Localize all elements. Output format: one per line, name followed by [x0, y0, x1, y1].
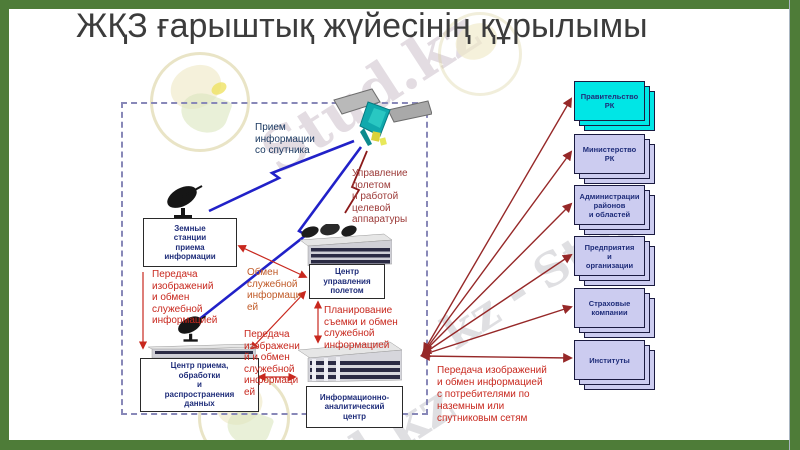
label-transfer-consumers: Передача изображений и обмен информацией… [437, 365, 547, 424]
node-flight-control-center: Центр управления полетом [309, 264, 385, 299]
frame-border [0, 440, 800, 450]
slide-title: ЖҚЗ ғарыштық жүйесінің құрылымы [76, 7, 648, 45]
consumer-label: Институты [589, 355, 630, 365]
consumer-card-enterprises: Предприятия и организации [574, 236, 655, 286]
watermark-logo [438, 12, 522, 96]
consumer-label: Предприятия и организации [584, 242, 635, 270]
frame-border [0, 0, 800, 9]
label-transfer-images-mid: Передача изображени й и обмен служебной … [244, 329, 300, 398]
satellite-icon [333, 88, 432, 146]
consumer-label: Правительство РК [580, 92, 639, 110]
consumer-card-insurance: Страховые компании [574, 288, 655, 338]
consumer-card-ministry: Министерство РК [574, 134, 655, 184]
frame-border [0, 0, 9, 450]
frame-border [789, 0, 800, 450]
node-reception-center: Центр приема, обработки и распространени… [140, 358, 259, 412]
node-info-analytics-center: Информационно- аналитический центр [306, 386, 403, 428]
label-planning: Планирование съемки и обмен служебной ин… [324, 305, 398, 351]
reception-building-icon [147, 343, 256, 358]
control-center-building-icon [299, 224, 392, 266]
consumer-card-administrations: Администрации районов и областей [574, 185, 655, 235]
consumer-card-institutes: Институты [574, 340, 655, 390]
label-exchange-service-info: Обмен служебной информаци ей [247, 267, 302, 313]
satellite-dish-icon [167, 185, 203, 218]
node-ground-stations: Земные станции приема информации [143, 218, 237, 267]
info-center-building-icon [297, 341, 402, 382]
consumer-label: Администрации районов и областей [579, 191, 640, 219]
consumer-label: Страховые компании [588, 299, 631, 317]
consumer-label: Министерство РК [582, 145, 637, 163]
label-receive-info: Прием информации со спутника [255, 122, 315, 156]
label-transfer-images-left: Передача изображений и обмен служебной и… [152, 269, 218, 326]
consumer-card-government: Правительство РК [574, 81, 655, 131]
label-flight-control: Управление полетом и работой целевой апп… [352, 168, 408, 225]
